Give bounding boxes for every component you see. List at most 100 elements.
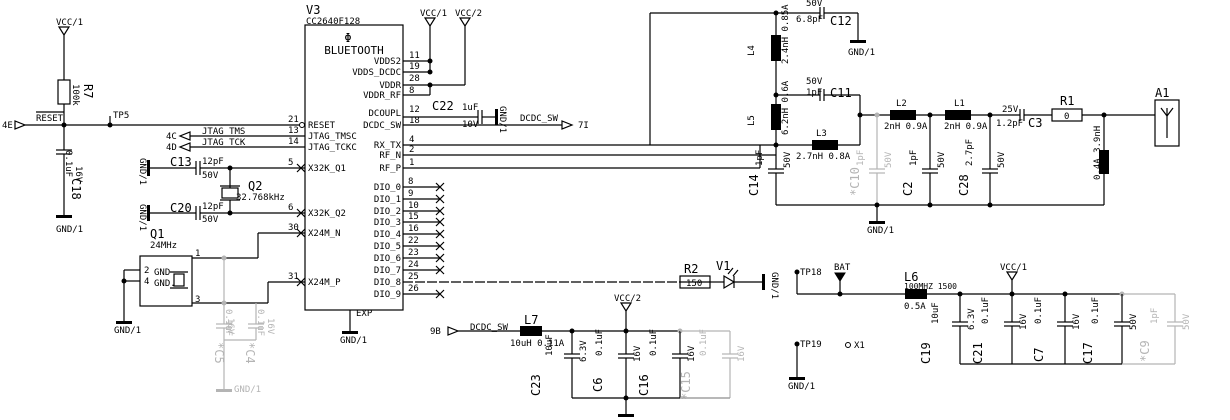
pin-dio-4: DIO_4: [374, 230, 401, 240]
ic-power-net: VCC/1 VCC/2: [420, 9, 482, 96]
vcc2-label-dcdc: VCC/2: [614, 294, 641, 304]
net-dcdc-sw-out: DCDC_SW 7I: [520, 114, 589, 131]
l2-value: 2nH 0.9A: [884, 122, 928, 132]
q1-gnd-a: GND: [154, 268, 170, 278]
c9-voltage: 50V: [1182, 313, 1192, 330]
battery-supply: TP18 BAT L6 100MHZ 1500 0.5A VCC/1 10uF …: [788, 263, 1192, 392]
c13-voltage: 50V: [202, 171, 219, 181]
pin-rf-n: RF_N: [379, 151, 401, 161]
port-9b: 9B: [430, 327, 441, 337]
q2-value: 32.768kHz: [236, 193, 285, 203]
gnd-label-c13: GND/1: [137, 158, 147, 185]
pin-exp: EXP: [356, 309, 373, 319]
crystal-32k-circuit: GND/1 C13 12pF 50V Q2 32.768kHz GND/1 C2…: [137, 155, 285, 231]
c10-value: 1pF: [856, 150, 866, 166]
pin-num-8: 8: [409, 86, 414, 96]
r7-value: 100k: [70, 84, 80, 106]
tp19-label: TP19: [800, 340, 822, 350]
ic-ref: V3: [306, 3, 320, 17]
c21-voltage: 16V: [1019, 313, 1029, 330]
c17-voltage: 50V: [1129, 313, 1139, 330]
c28-ref: C28: [957, 174, 971, 196]
pin-dcdc-sw: DCDC_SW: [363, 121, 402, 131]
c3-value: 1.2pF: [996, 119, 1023, 129]
pin-num-dio8: 25: [408, 272, 419, 282]
gnd-label-c12: GND/1: [848, 48, 875, 58]
pin-jtag-tmsc: JTAG_TMSC: [308, 132, 357, 142]
l2-ref: L2: [896, 99, 907, 109]
c7-ref: C7: [1032, 348, 1046, 362]
led-circuit: R2 150 V1 GND/1: [679, 259, 779, 299]
pin-dcoupl: DCOUPL: [368, 109, 401, 119]
c21-value: 0.1uF: [981, 297, 991, 324]
c28-voltage: 50V: [997, 151, 1007, 168]
c4-ref: *C4: [243, 342, 257, 364]
q1-pin4: 4: [144, 277, 149, 287]
c9-value: 1pF: [1150, 308, 1160, 324]
c23-value: 10uF: [545, 334, 555, 356]
c14-value: 1pF: [755, 150, 765, 166]
jtag-tms-port: 4C: [166, 132, 177, 142]
pin-num-dio1: 9: [408, 189, 413, 199]
reset-net-label: RESET: [36, 114, 64, 124]
pin-vdds-dcdc: VDDS_DCDC: [352, 68, 401, 78]
l7-ref: L7: [524, 313, 538, 327]
c2-ref: C2: [901, 182, 915, 196]
c6-value: 0.1uF: [595, 329, 605, 356]
c17-ref: C17: [1081, 342, 1095, 364]
r2-ref: R2: [684, 262, 698, 276]
pin-num-dio2: 10: [408, 201, 419, 211]
ic-logo: Φ: [344, 31, 351, 45]
pin-dio-6: DIO_6: [374, 254, 401, 264]
l1-value: 2nH 0.9A: [944, 122, 988, 132]
antenna-a1: A1: [1154, 86, 1180, 147]
c15-voltage: 16V: [737, 345, 747, 362]
c7-value: 0.1uF: [1034, 297, 1044, 324]
pin-num-dio0: 8: [408, 177, 413, 187]
pin-num-dio6: 23: [408, 248, 419, 258]
c2-voltage: 50V: [937, 151, 947, 168]
c17-value: 0.1uF: [1091, 297, 1101, 324]
reset-circuit: 4E RESET VCC/1 100k R7 TP5 0.1uF 16V C18…: [2, 18, 129, 235]
v1-ref: V1: [716, 259, 730, 273]
c13-value: 12pF: [202, 157, 224, 167]
c10-voltage: 50V: [884, 151, 894, 168]
pin-num-19: 19: [409, 62, 420, 72]
ic-part: CC2640F128: [306, 17, 360, 27]
c20-ref: C20: [170, 201, 192, 215]
vcc1-label-bat: VCC/1: [1000, 263, 1027, 273]
pin-num-dio4: 16: [408, 224, 419, 234]
pin-dio-5: DIO_5: [374, 242, 401, 252]
pin-num-5: 5: [288, 158, 293, 168]
c12-voltage: 50V: [806, 0, 823, 9]
pin-x24m-n: X24M_N: [308, 229, 341, 239]
ic-title: BLUETOOTH: [324, 44, 384, 57]
l4-value: 2.4nH 0.85A: [781, 4, 791, 64]
c11-value: 1pF: [806, 88, 822, 98]
q1-pin1: 1: [195, 249, 200, 259]
port-7i: 7I: [578, 121, 589, 131]
pin-num-4: 4: [409, 135, 414, 145]
c22-voltage: 10V: [462, 120, 479, 130]
pin-dio-8: DIO_8: [374, 278, 401, 288]
pin-dio-7: DIO_7: [374, 266, 401, 276]
pin-dio-9: DIO_9: [374, 290, 401, 300]
pin-num-dio3: 15: [408, 212, 419, 222]
pin-dio-3: DIO_3: [374, 218, 401, 228]
c14-voltage: 50V: [783, 151, 793, 168]
c4-voltage: 16V: [265, 318, 275, 335]
c15-value: 0.1uF: [699, 329, 709, 356]
l6-value: 100MHZ 1500: [904, 282, 957, 291]
capacitor-c22: C22 1uF 10V GND/1: [432, 99, 507, 133]
q1-pin2: 2: [144, 266, 149, 276]
c3-voltage: 25V: [1002, 105, 1019, 115]
gnd-label-c5: GND/1: [234, 385, 261, 395]
crystal-24m-q1: Q1 24MHz GND GND. 2 4 1 3 GND/1 0.1uF *C…: [114, 227, 275, 395]
l3-value: 2.7nH 0.8A: [796, 152, 851, 162]
c7-voltage: 16V: [1072, 313, 1082, 330]
q2-ref: Q2: [248, 179, 262, 193]
pin-x32k-q1: X32K_Q1: [308, 164, 346, 174]
c22-gnd-label: GND/1: [497, 106, 507, 133]
pin-vddr: VDDR: [379, 81, 401, 91]
pin-rf-p: RF_P: [379, 164, 401, 174]
